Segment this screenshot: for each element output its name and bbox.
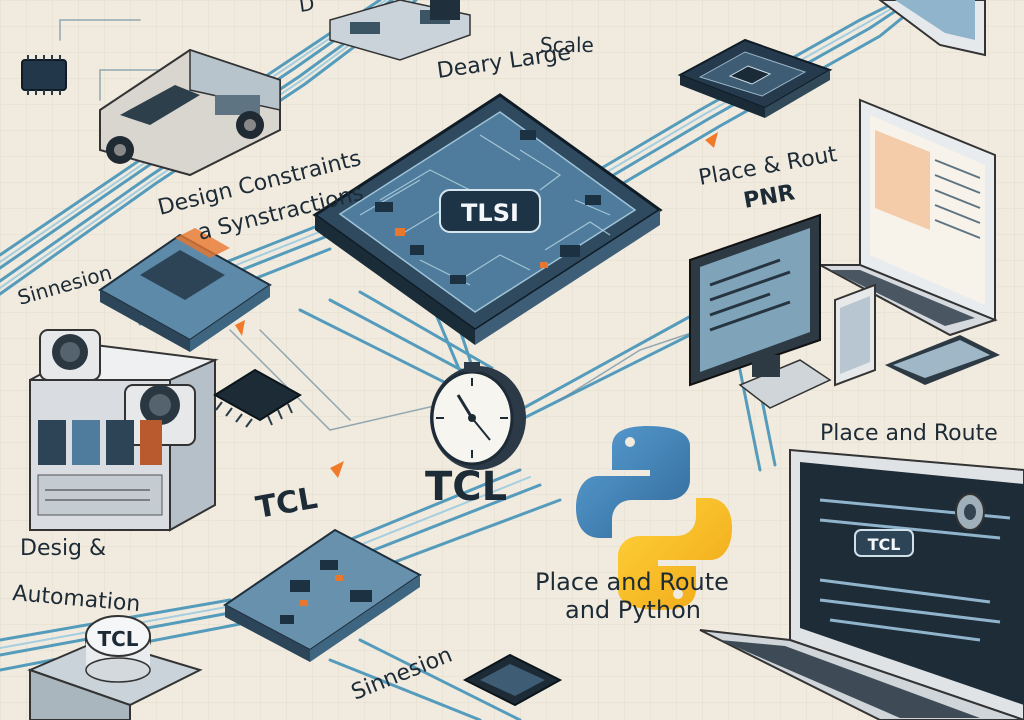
stopwatch-icon: [430, 362, 526, 470]
label-desig: Desig &: [20, 536, 106, 561]
accent-arrows: [235, 132, 718, 478]
label-place-route-python: Place and Route: [535, 568, 729, 596]
laptop-icon-top: [878, 0, 986, 57]
label-top-left: D: [297, 0, 316, 17]
server-icon: [29, 329, 219, 532]
python-logo-icon: [576, 426, 732, 610]
label-and-python: and Python: [565, 596, 701, 624]
laptop-screen-tcl-label: TCL: [868, 535, 901, 554]
circuit-board-left: [98, 228, 272, 352]
chip-icon: [213, 368, 302, 428]
tlsi-chip-label: TLSI: [461, 199, 519, 227]
monitor-icon: [689, 213, 1000, 409]
laptop-icon: [819, 98, 998, 337]
memory-module-icon: [329, 0, 471, 61]
tcl-cylinder-icon: TCL: [27, 615, 203, 720]
processor-chip-icon: [677, 38, 833, 118]
main-tlsi-chip: TLSI: [312, 93, 663, 345]
small-chip-icon: [21, 55, 67, 95]
knob-icon: [955, 493, 985, 531]
truck-icon: [99, 48, 281, 177]
label-tcl-center: TCL: [425, 464, 507, 510]
chip-icon-bottom: [462, 653, 563, 707]
label-place-and-route-right: Place and Route: [820, 421, 998, 446]
label-scale: Scale: [540, 33, 594, 57]
cylinder-tcl-label: TCL: [97, 627, 138, 651]
circuit-board-bottom: [223, 528, 422, 662]
